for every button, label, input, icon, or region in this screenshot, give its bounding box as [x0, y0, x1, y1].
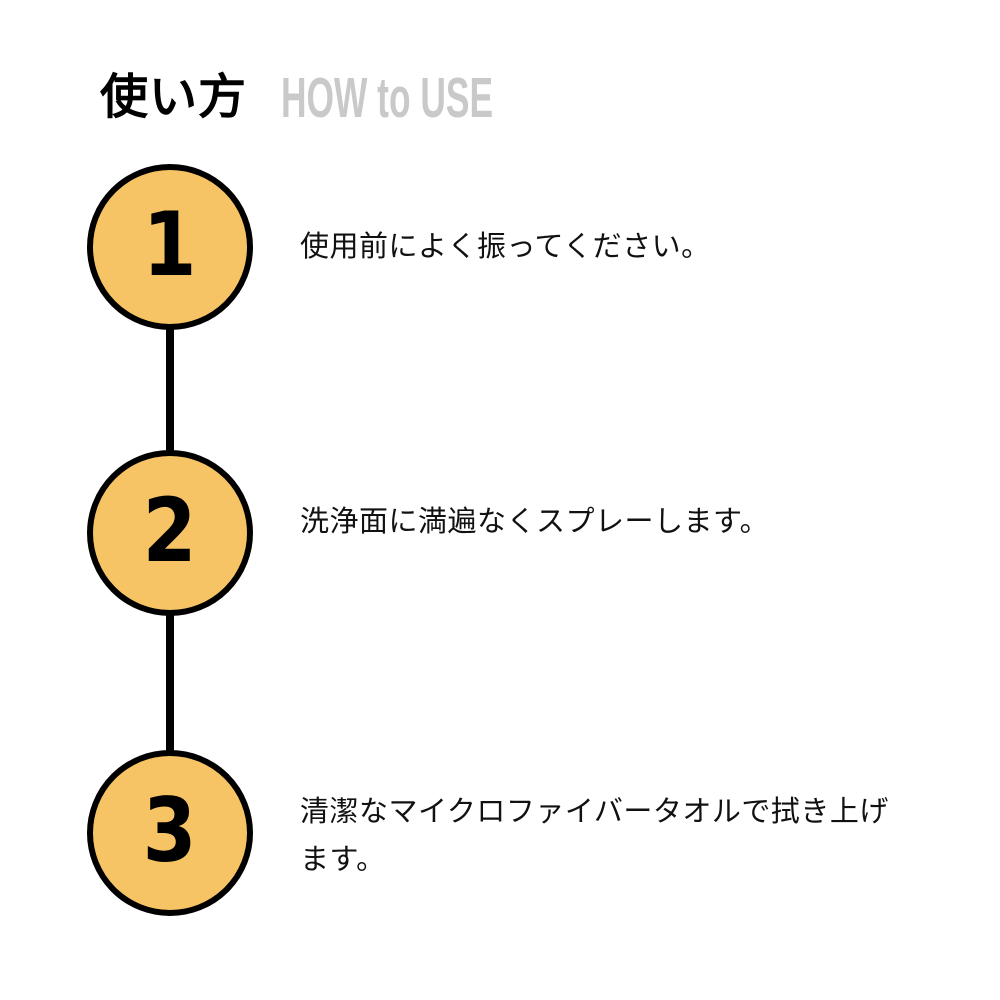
step-number-2: 2 [143, 479, 197, 582]
step-circle-1: 1 [87, 164, 253, 330]
step-circle-3: 3 [87, 750, 253, 916]
step-text-3: 清潔なマイクロファイバータオルで拭き上げます。 [300, 796, 889, 876]
step-circle-2: 2 [87, 450, 253, 616]
step-number-3: 3 [143, 779, 197, 882]
page-title-japanese: 使い方 [100, 71, 248, 124]
page-title-english: HOW to USE [281, 66, 494, 130]
step-number-1: 1 [143, 193, 197, 296]
step-text-2: 洗浄面に満遍なくスプレーします。 [300, 506, 770, 538]
step-text-1: 使用前によく振ってください。 [300, 231, 711, 263]
